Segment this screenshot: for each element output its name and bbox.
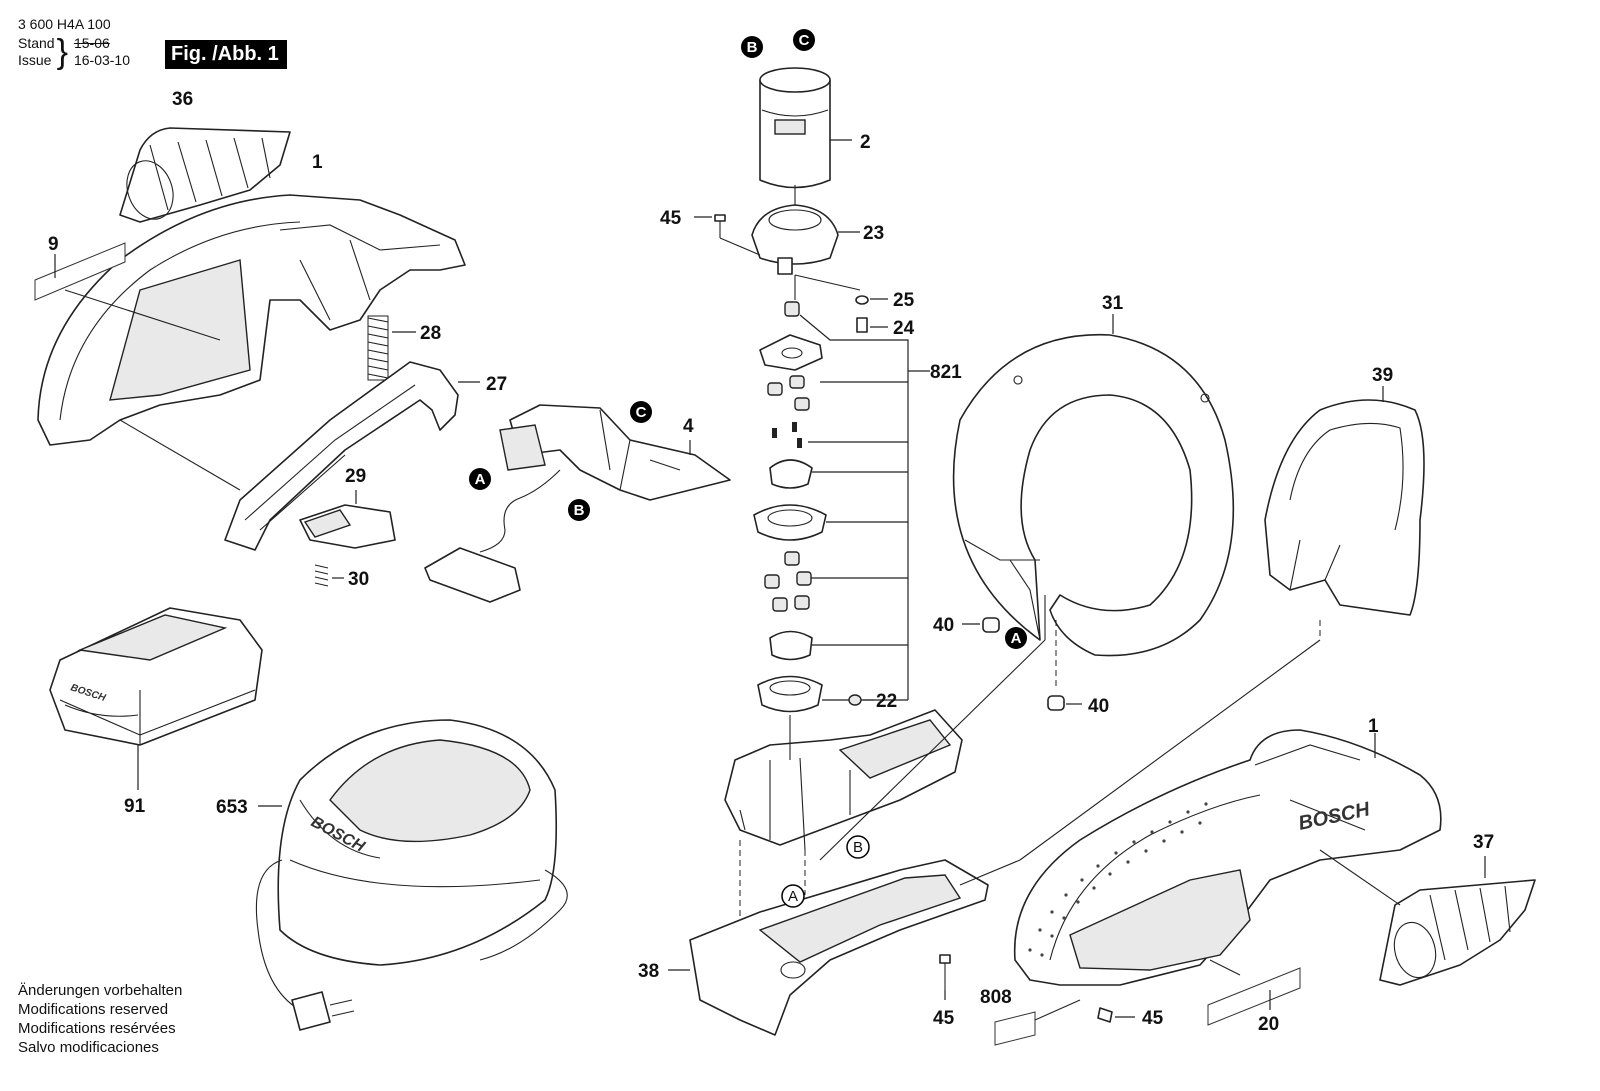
- callout-45-bottom: 45: [933, 1008, 955, 1029]
- part-27-handle-bow: [224, 361, 480, 551]
- callout-27: 27: [486, 374, 507, 395]
- part-45-screw-top: [694, 214, 726, 238]
- svg-text:C: C: [636, 404, 647, 421]
- part-45-screw-right: [1097, 1007, 1135, 1023]
- callout-821: 821: [930, 362, 962, 383]
- callout-30: 30: [348, 569, 369, 590]
- ref-marker-a-housing: A: [781, 884, 805, 908]
- callout-37: 37: [1473, 832, 1494, 853]
- part-40-spacer-right: [1047, 620, 1082, 711]
- callout-45-top: 45: [660, 208, 682, 229]
- svg-text:B: B: [574, 502, 585, 519]
- callout-24: 24: [893, 318, 915, 339]
- part-91-battery: BOSCH: [49, 607, 263, 790]
- brace-icon: }: [56, 33, 68, 71]
- part-1-housing-left: [37, 194, 466, 446]
- svg-text:B: B: [747, 39, 758, 56]
- svg-text:C: C: [799, 32, 810, 49]
- part-39-handguard: [1264, 386, 1425, 640]
- svg-text:A: A: [788, 888, 798, 905]
- issue-label: Issue: [18, 52, 52, 68]
- svg-text:A: A: [1011, 630, 1022, 647]
- callout-45-right: 45: [1142, 1008, 1164, 1029]
- part-28-spring: [367, 315, 416, 381]
- callout-9: 9: [48, 234, 59, 255]
- doc-header: 3 600 H4A 100 Stand Issue } 15-06 16-03-…: [18, 16, 130, 69]
- callout-653: 653: [216, 797, 248, 818]
- doc-number: 3 600 H4A 100: [18, 16, 111, 32]
- callout-1-top: 1: [312, 152, 323, 173]
- svg-text:B: B: [853, 839, 863, 856]
- part-821-gear-set: [753, 301, 930, 713]
- callout-36: 36: [172, 89, 193, 110]
- assembly-leader-lines: [64, 185, 1401, 1021]
- gear-housing: [724, 709, 963, 940]
- part-9-label: [34, 242, 126, 301]
- part-37-cover-plate: [1379, 856, 1536, 986]
- part-2-motor: [759, 67, 852, 189]
- callout-40-right: 40: [1088, 696, 1109, 717]
- callout-1-bottom: 1: [1368, 716, 1379, 737]
- modifications-notice: Änderungen vorbehalten Modifications res…: [18, 981, 182, 1057]
- callout-38: 38: [638, 961, 659, 982]
- svg-text:A: A: [475, 471, 486, 488]
- callout-23: 23: [863, 223, 884, 244]
- callout-808: 808: [980, 987, 1012, 1008]
- ref-marker-a-guard: A: [1005, 627, 1027, 649]
- callout-91: 91: [124, 796, 146, 817]
- ref-marker-b-motor: B: [741, 36, 763, 58]
- part-4-switch-module: [424, 404, 731, 603]
- part-23-bearing-plate: [751, 204, 860, 275]
- callout-28: 28: [420, 323, 441, 344]
- part-24-screw: [856, 317, 888, 333]
- figure-badge: Fig. /Abb. 1: [165, 40, 287, 69]
- ref-marker-b-switch: B: [568, 499, 590, 521]
- ref-marker-b-housing: B: [846, 835, 870, 859]
- callout-25: 25: [893, 290, 915, 311]
- issue-date: 16-03-10: [73, 52, 130, 68]
- stand-date: 15-06: [73, 35, 110, 51]
- callout-31: 31: [1102, 293, 1124, 314]
- notice-es: Salvo modificaciones: [18, 1039, 159, 1056]
- part-22-bush: [848, 694, 874, 706]
- callout-20: 20: [1258, 1014, 1279, 1035]
- callout-4: 4: [683, 416, 694, 437]
- part-36-cover-plate: [119, 127, 291, 223]
- part-38-base: [668, 859, 989, 1036]
- callout-39: 39: [1372, 365, 1393, 386]
- part-808-label: [994, 1011, 1036, 1046]
- stand-label: Stand: [18, 35, 55, 51]
- callout-40-left: 40: [933, 615, 954, 636]
- part-20-label: [1207, 967, 1301, 1026]
- part-40-spacer-left: [962, 617, 1000, 633]
- part-45-screw-bottom: [939, 954, 951, 1000]
- ref-marker-a-switch: A: [469, 468, 491, 490]
- part-29-switch-button: [299, 490, 396, 549]
- callout-29: 29: [345, 466, 366, 487]
- ref-marker-c-motor: C: [793, 29, 815, 51]
- part-1-housing-right: BOSCH: [1013, 729, 1442, 986]
- callout-2: 2: [860, 132, 871, 153]
- part-31-guard-ring: [952, 314, 1235, 657]
- notice-de: Änderungen vorbehalten: [18, 982, 183, 999]
- ref-marker-c-switch: C: [630, 401, 652, 423]
- notice-en: Modifications reserved: [18, 1001, 169, 1018]
- notice-fr: Modifications resérvées: [18, 1020, 176, 1037]
- callout-22: 22: [876, 691, 897, 712]
- part-25-washer: [855, 295, 888, 305]
- part-30-small-spring: [314, 564, 344, 587]
- part-653-charger: BOSCH: [255, 719, 568, 1031]
